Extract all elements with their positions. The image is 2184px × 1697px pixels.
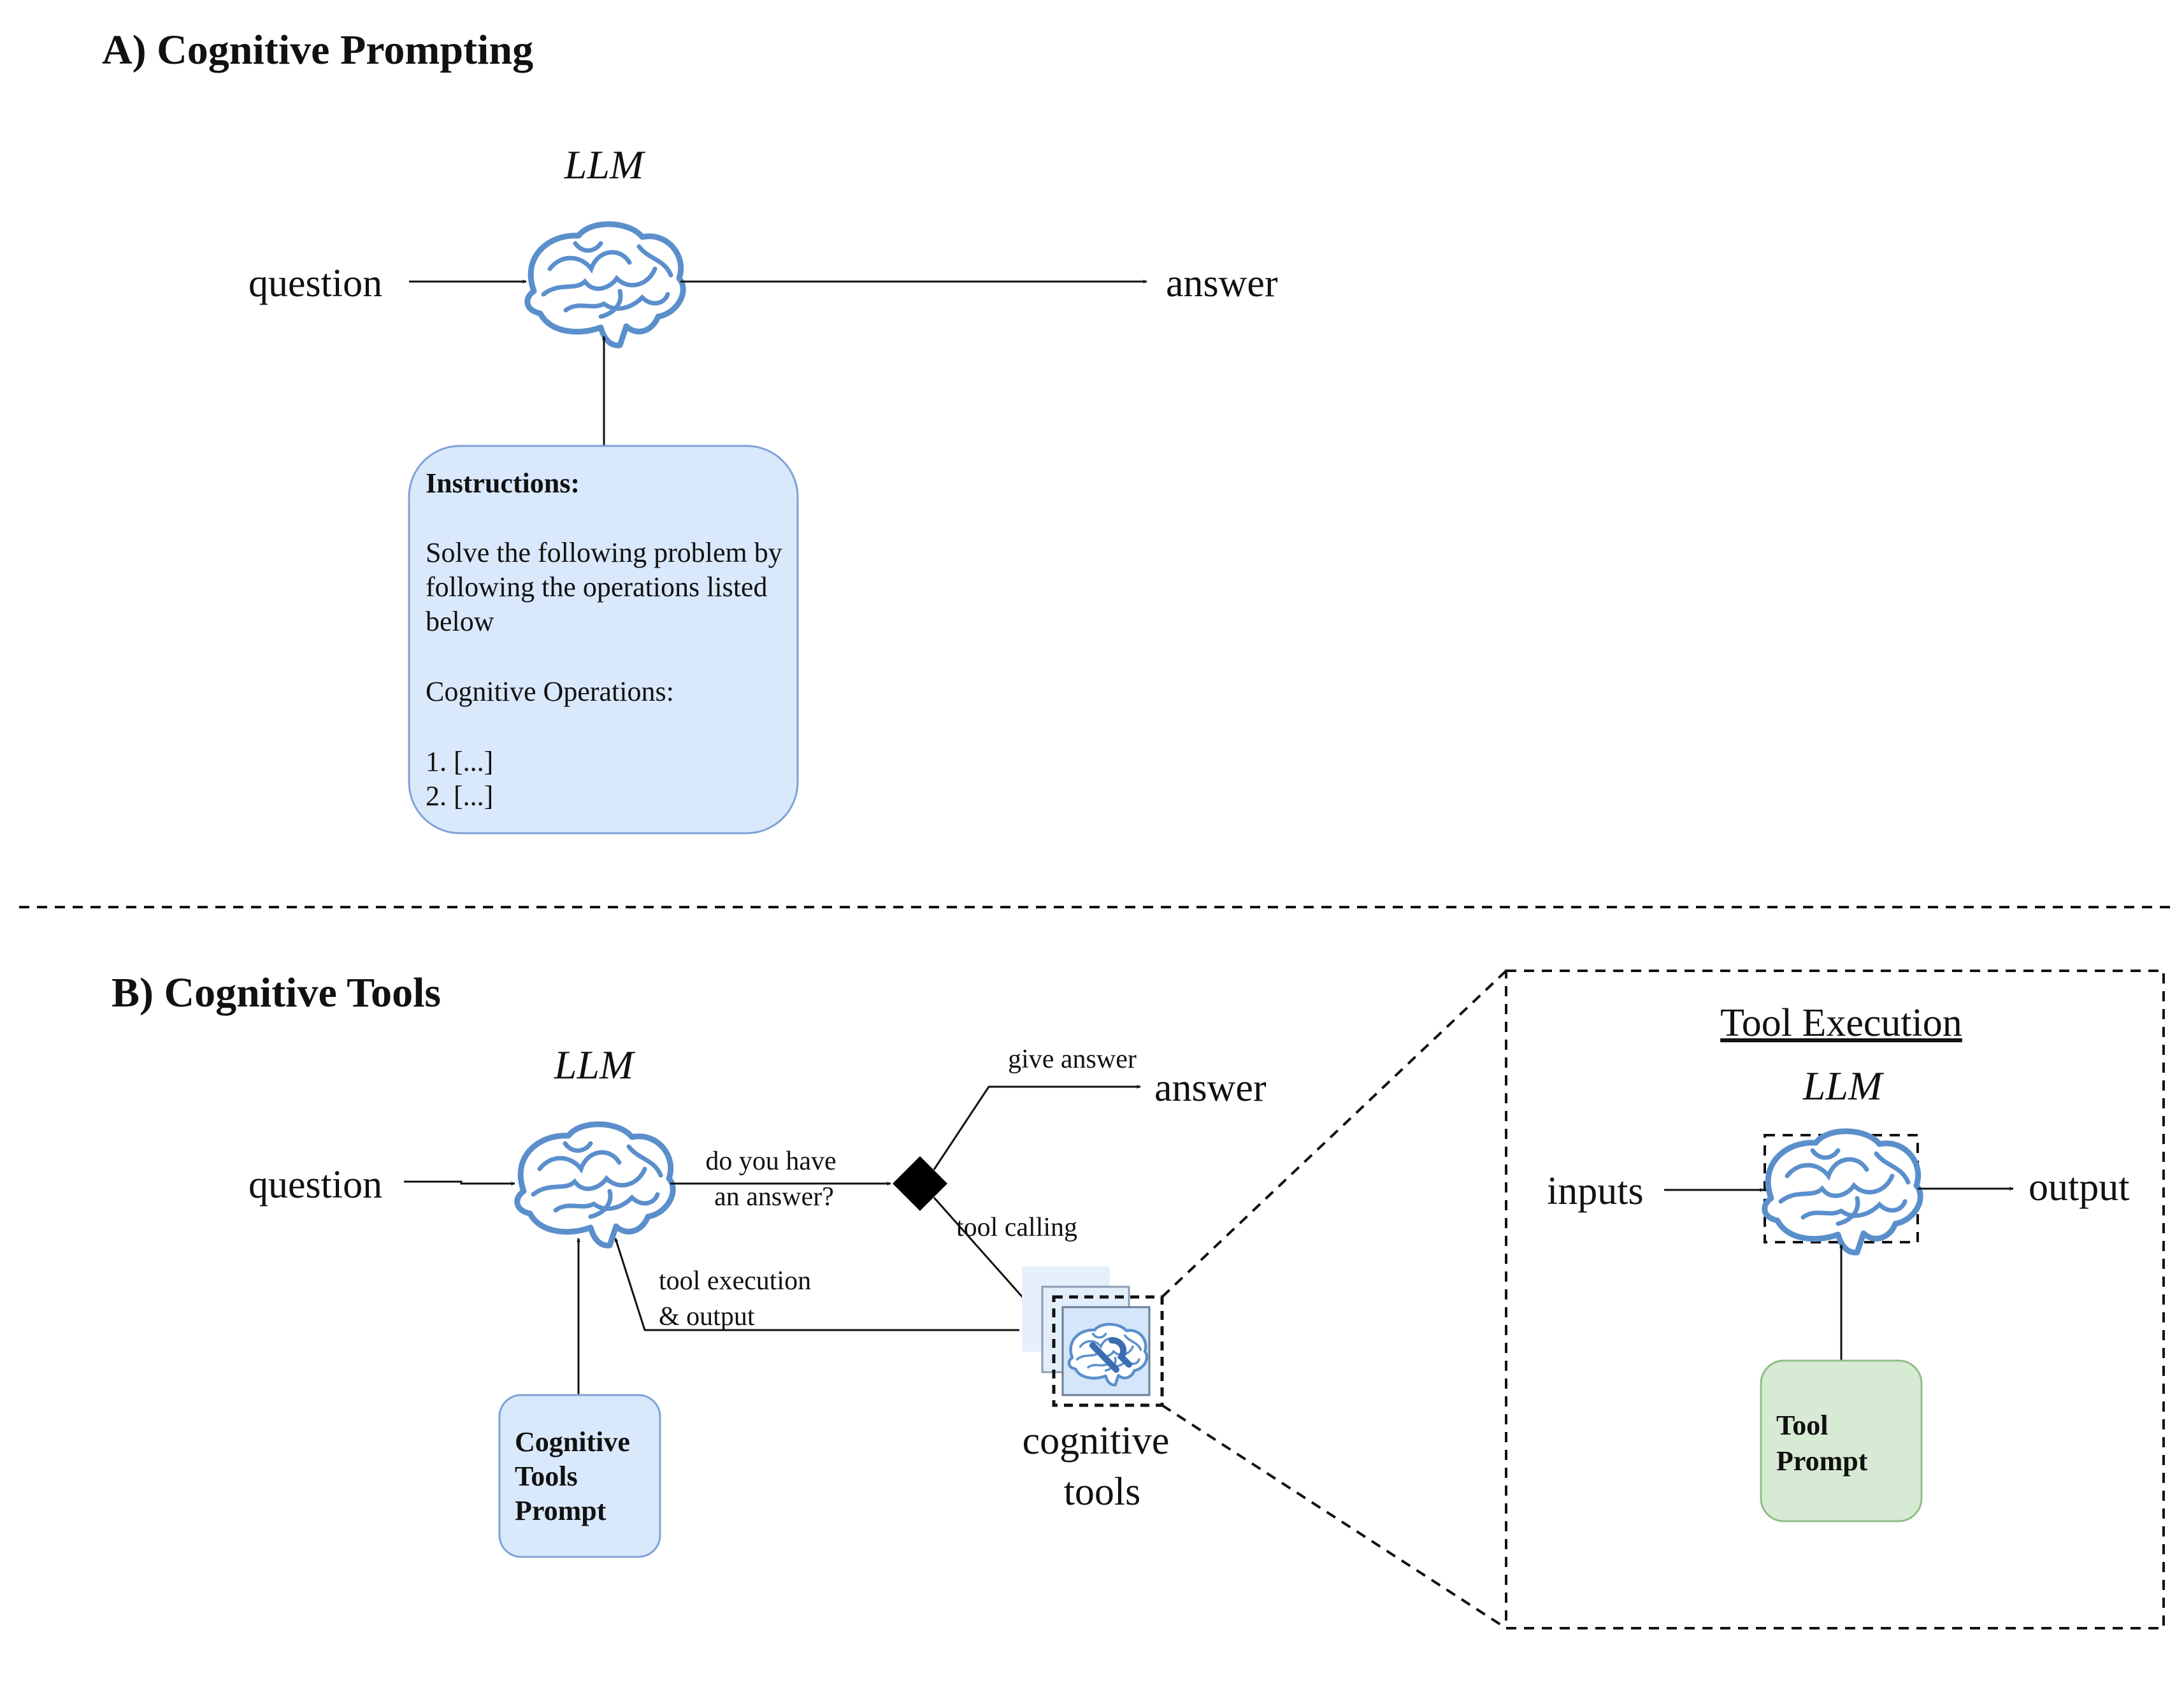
instructions-line: Cognitive Operations: [426,676,674,707]
section-b-llm-label: LLM [554,1042,636,1087]
instructions-line: below [426,606,494,637]
section-b-title: B) Cognitive Tools [111,970,441,1016]
zoom-connector-bottom [1161,1404,1507,1629]
instructions-heading: Instructions: [426,468,580,499]
prompt-box-line: Tools [515,1461,578,1492]
tool-prompt-line: Prompt [1776,1445,1868,1477]
prompt-box-line: Cognitive [515,1426,630,1457]
cognitive-tools-label-line: cognitive [1023,1419,1170,1463]
tool-prompt-line: Tool [1776,1410,1828,1441]
section-a-llm-label: LLM [564,142,646,187]
tool-execution-title: Tool Execution [1720,1001,1962,1045]
prompt-box-line: Prompt [515,1495,607,1526]
instructions-box: Instructions: Solve the following proble… [408,445,799,834]
section-b-question-label: question [248,1163,382,1207]
tool-calling-label: tool calling [956,1213,1077,1242]
tool-execution-llm-label: LLM [1802,1063,1885,1108]
inputs-label: inputs [1547,1170,1644,1213]
section-a-title: A) Cognitive Prompting [102,27,533,73]
section-b-brain-icon [517,1124,673,1245]
section-b-answer-label: answer [1154,1066,1267,1110]
tool-execution-brain-icon [1765,1131,1920,1252]
arrow-decision-to-tools [933,1197,1027,1301]
section-a-brain-icon [528,224,683,345]
tool-execution-line: tool execution [659,1266,811,1296]
decision-question-line: do you have [705,1147,836,1176]
cognitive-tools-label-line: tools [1064,1470,1141,1514]
section-a-question-label: question [248,262,382,305]
instructions-line: 2. [...] [426,780,493,812]
arrow-b-question-to-llm [404,1180,515,1185]
arrow-tools-to-llm [614,1238,1019,1331]
tool-execution-panel [1505,970,2165,1629]
zoom-connector-top [1161,970,1507,1298]
tool-prompt-box: Tool Prompt [1760,1359,1923,1522]
arrow-decision-to-answer [933,1085,1141,1170]
instructions-line: following the operations listed [426,571,767,603]
instructions-line: Solve the following problem by [426,537,782,568]
cognitive-tools-prompt-box: Cognitive Tools Prompt [498,1394,661,1558]
section-a-answer-label: answer [1166,262,1278,305]
cognitive-tools-stack-icon [1022,1266,1164,1407]
tool-execution-line: & output [659,1302,755,1331]
decision-question-line: an answer? [714,1182,834,1212]
instructions-line: 1. [...] [426,746,493,777]
output-label: output [2029,1166,2129,1209]
give-answer-label: give answer [1008,1045,1137,1074]
decision-diamond [893,1156,947,1211]
